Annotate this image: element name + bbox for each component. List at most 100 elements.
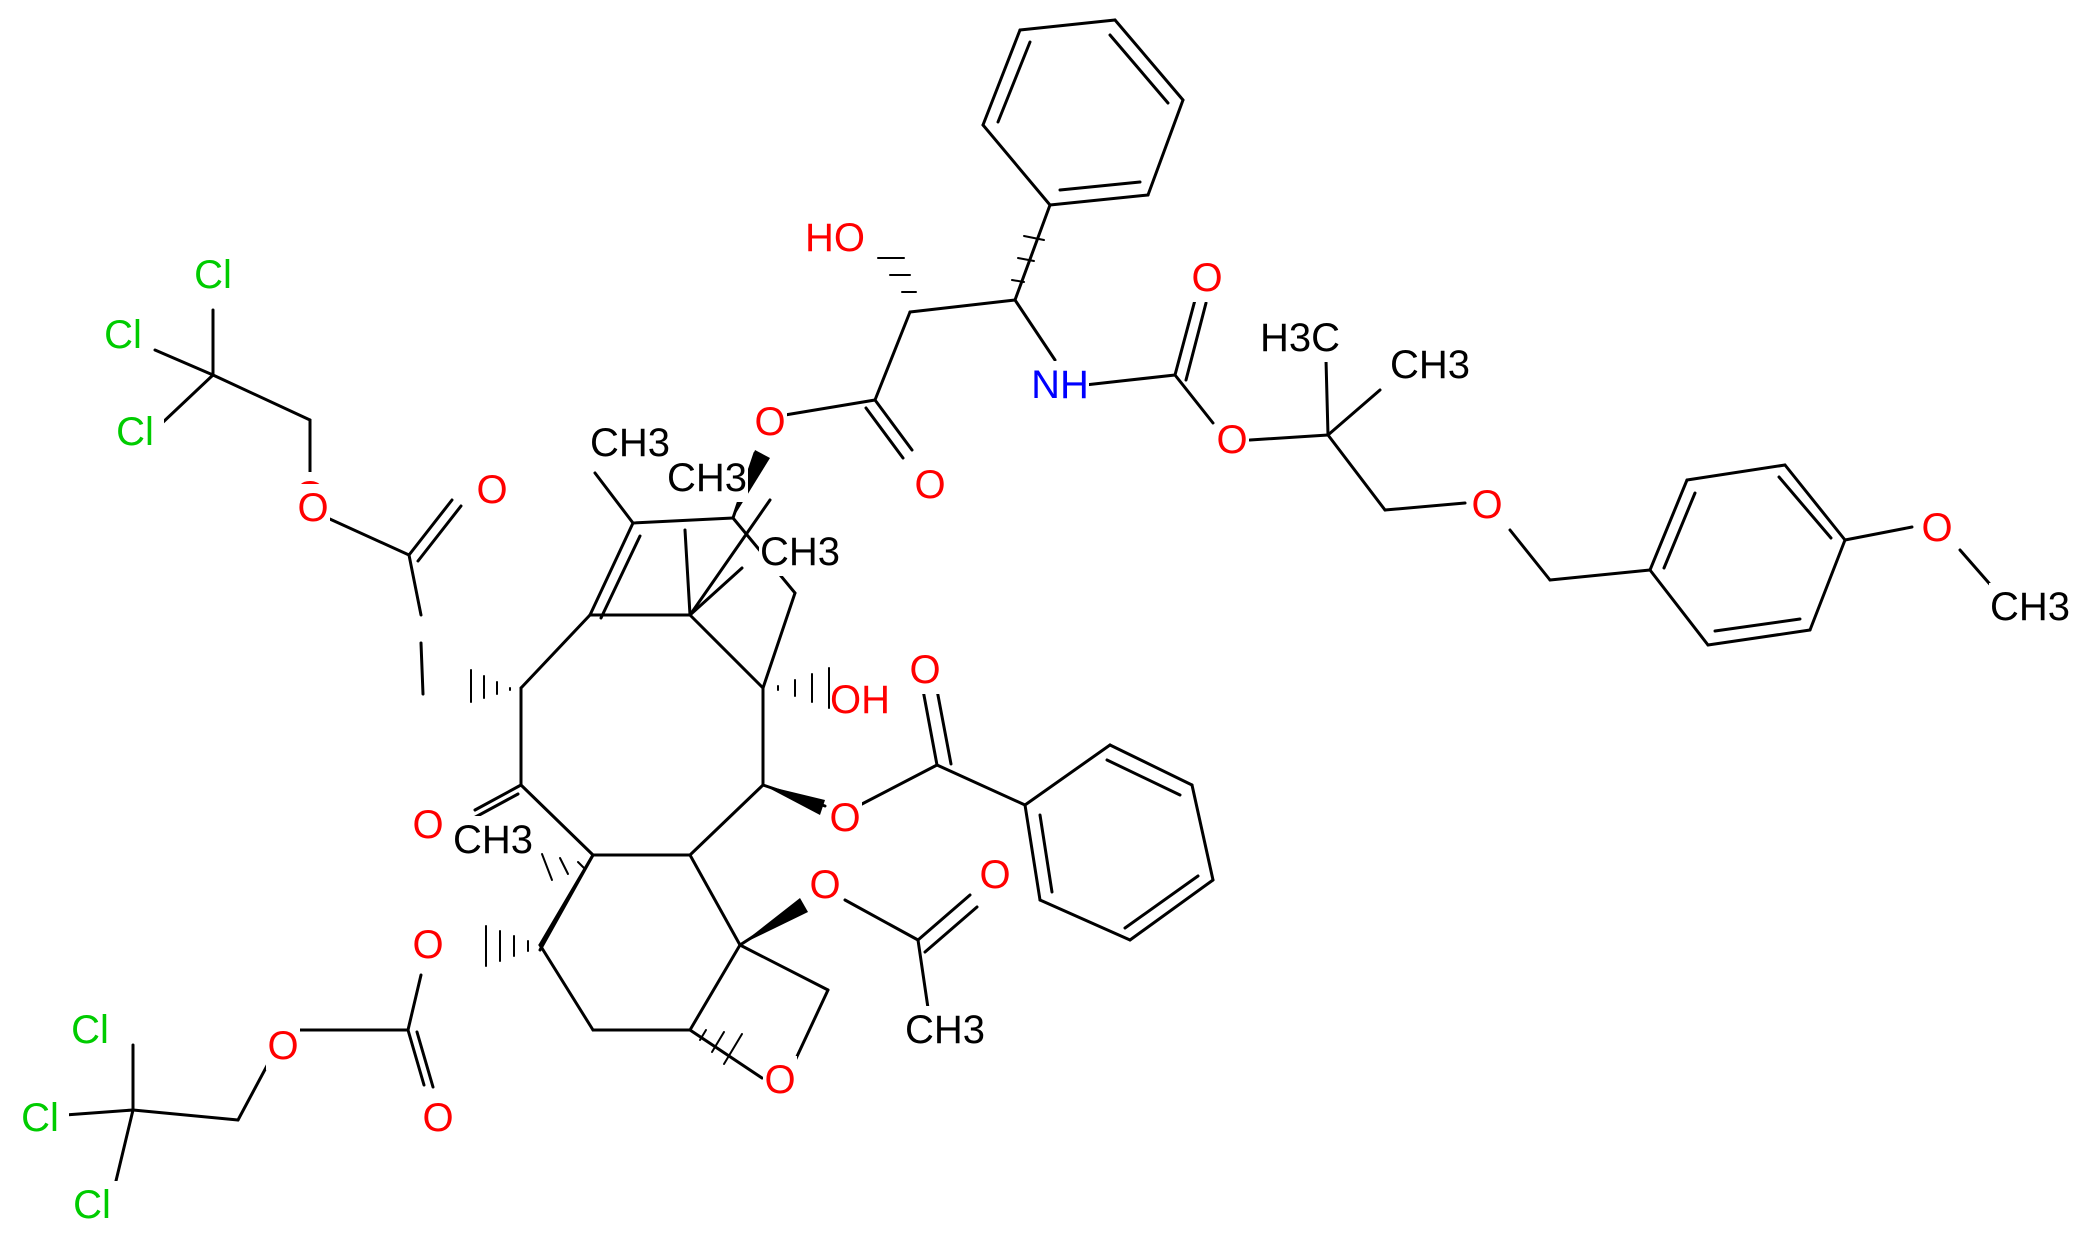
bond bbox=[783, 398, 877, 417]
atom-label-text: Cl bbox=[21, 1096, 59, 1140]
label-background bbox=[1215, 416, 1249, 464]
bond bbox=[1108, 33, 1170, 105]
bond bbox=[683, 528, 692, 617]
atom-label-o-ac-carbonyl: O bbox=[978, 851, 1012, 899]
atom-label-text: CH3 bbox=[1990, 585, 2070, 629]
bond bbox=[1648, 568, 1710, 647]
bond bbox=[1013, 203, 1052, 302]
label-background bbox=[831, 676, 889, 724]
label-background bbox=[94, 311, 152, 359]
bond bbox=[1048, 193, 1150, 207]
label-background bbox=[61, 1006, 119, 1054]
atom-label-text: O bbox=[476, 468, 507, 512]
atom-label-text: OH bbox=[830, 678, 890, 722]
hash-bond bbox=[559, 857, 569, 875]
atom-label-text: H3C bbox=[1260, 316, 1340, 360]
bond bbox=[921, 688, 939, 767]
label-background bbox=[475, 466, 509, 514]
atom-label-text: O bbox=[1216, 418, 1247, 462]
label-background bbox=[589, 419, 671, 467]
bond bbox=[981, 28, 1022, 127]
bond bbox=[1662, 491, 1697, 570]
atom-label-ch3-c18: CH3 bbox=[589, 419, 671, 467]
bond bbox=[1326, 388, 1382, 437]
bond bbox=[236, 1060, 271, 1122]
atom-label-o-bz-carbonyl: O bbox=[908, 646, 942, 694]
bond bbox=[1173, 298, 1197, 377]
bond bbox=[688, 566, 744, 617]
bond bbox=[593, 471, 635, 525]
atom-label-text: O bbox=[1471, 483, 1502, 527]
label-background bbox=[908, 646, 942, 694]
bond bbox=[873, 398, 914, 452]
atom-label-text: O bbox=[412, 923, 443, 967]
atom-label-text: CH3 bbox=[590, 421, 670, 465]
label-background bbox=[63, 1181, 121, 1229]
atom-label-o-c10-carbonyl: O bbox=[475, 466, 509, 514]
bond bbox=[873, 310, 912, 402]
bond bbox=[1013, 298, 1057, 362]
label-background bbox=[411, 801, 445, 849]
hash-bond bbox=[541, 853, 553, 881]
atom-label-text: O bbox=[754, 400, 785, 444]
bond bbox=[407, 553, 423, 617]
atom-label-nh: NH bbox=[1031, 361, 1089, 409]
label-background bbox=[1190, 254, 1224, 302]
label-background bbox=[1920, 504, 1954, 552]
atom-label-cl-bot-2: Cl bbox=[11, 1094, 69, 1142]
label-background bbox=[1389, 341, 1471, 389]
label-background bbox=[763, 1056, 797, 1104]
bond bbox=[1777, 475, 1833, 540]
atom-label-ch3-c19: CH3 bbox=[452, 816, 534, 864]
atom-label-text: O bbox=[914, 463, 945, 507]
atom-label-o-carbamate-link: O bbox=[1215, 416, 1249, 464]
atom-label-text: O bbox=[909, 648, 940, 692]
hash-bond bbox=[723, 1033, 743, 1065]
atom-label-cl-bot-3: Cl bbox=[63, 1181, 121, 1229]
bond bbox=[1038, 813, 1054, 894]
bond bbox=[1706, 628, 1812, 647]
label-background bbox=[759, 528, 841, 576]
label-background bbox=[266, 1022, 300, 1070]
bond bbox=[688, 853, 742, 947]
atom-label-text: Cl bbox=[104, 313, 142, 357]
bond bbox=[935, 763, 1027, 807]
label-background bbox=[913, 461, 947, 509]
hash-bond bbox=[699, 1029, 707, 1041]
atom-label-text: O bbox=[422, 1096, 453, 1140]
bond bbox=[738, 943, 830, 992]
bond bbox=[1018, 18, 1117, 32]
bond bbox=[1783, 463, 1847, 542]
atom-label-ch3-c16: CH3 bbox=[666, 454, 748, 502]
atom-label-ch3-c17: CH3 bbox=[759, 528, 841, 576]
bond bbox=[416, 504, 463, 563]
atom-label-o-oxetane: O bbox=[763, 1056, 797, 1104]
bond bbox=[1713, 617, 1802, 633]
bond bbox=[864, 406, 905, 460]
bond bbox=[1113, 18, 1185, 102]
stereo-hashes bbox=[470, 235, 1045, 1065]
atom-label-text: Cl bbox=[71, 1008, 109, 1052]
bond bbox=[688, 498, 772, 617]
bond bbox=[916, 938, 930, 1010]
atom-label-o-side-carbonyl: O bbox=[913, 461, 947, 509]
bond bbox=[153, 348, 215, 377]
atom-label-text: O bbox=[1191, 256, 1222, 300]
bond bbox=[843, 898, 920, 942]
atom-label-text: HO bbox=[805, 216, 865, 260]
atom-label-text: CH3 bbox=[905, 1008, 985, 1052]
bond bbox=[1190, 783, 1215, 882]
bond bbox=[406, 973, 423, 1032]
bond bbox=[415, 1030, 435, 1089]
bond bbox=[1173, 373, 1215, 425]
hash-bond bbox=[1011, 279, 1025, 283]
bond bbox=[908, 298, 1017, 314]
atom-label-text: CH3 bbox=[453, 818, 533, 862]
atom-label-cl-bot-1: Cl bbox=[61, 1006, 119, 1054]
label-background bbox=[11, 1094, 69, 1142]
bond bbox=[1023, 803, 1042, 902]
label-background bbox=[753, 398, 787, 446]
bond bbox=[468, 792, 520, 822]
